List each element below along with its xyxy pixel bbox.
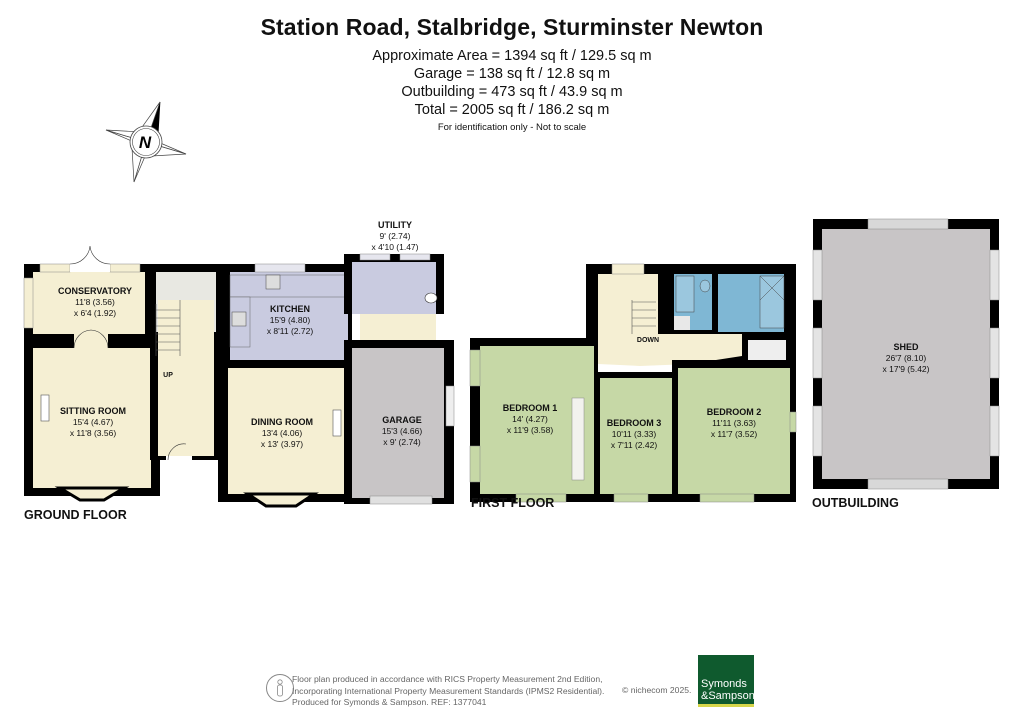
room-dining-room: DINING ROOM 13'4 (4.06) x 13' (3.97): [251, 417, 313, 449]
north-arrow-compass-icon: N: [105, 101, 187, 183]
svg-text:N: N: [139, 133, 152, 152]
total-area: Total = 2005 sq ft / 186.2 sq m: [414, 102, 610, 118]
stairs-up-label: UP: [163, 372, 173, 379]
room-utility: UTILITY 9' (2.74) x 4'10 (1.47): [371, 220, 419, 252]
room-sitting-room: SITTING ROOM 15'4 (4.67) x 11'8 (3.56): [60, 406, 126, 438]
symonds-sampson-logo: Symonds &Sampson: [698, 655, 755, 707]
room-kitchen: KITCHEN 15'9 (4.80) x 8'11 (2.72): [266, 304, 314, 336]
room-conservatory: CONSERVATORY 11'8 (3.56) x 6'4 (1.92): [57, 286, 133, 318]
footer-disclaimer: Floor plan produced in accordance with R…: [292, 674, 605, 707]
person-scale-icon: [266, 674, 294, 702]
copyright-text: © nichecom 2025.: [622, 685, 692, 695]
first-floor-label: FIRST FLOOR: [471, 496, 555, 510]
outbuilding-plan: [812, 218, 1000, 490]
outbuilding-label: OUTBUILDING: [812, 496, 899, 510]
ground-floor-label: GROUND FLOOR: [24, 508, 127, 522]
room-shed: SHED 26'7 (8.10) x 17'9 (5.42): [882, 342, 930, 374]
garage-area: Garage = 138 sq ft / 12.8 sq m: [413, 66, 611, 82]
ground-floor-plan: [23, 245, 455, 508]
scale-note: For identification only - Not to scale: [437, 122, 587, 133]
plan-title: Station Road, Stalbridge, Sturminster Ne…: [260, 14, 764, 40]
room-garage: GARAGE 15'3 (4.66) x 9' (2.74): [381, 415, 423, 447]
room-bedroom-1: BEDROOM 1 14' (4.27) x 11'9 (3.58): [502, 403, 558, 435]
room-bedroom-3: BEDROOM 3 10'11 (3.33) x 7'11 (2.42): [606, 418, 662, 450]
first-floor-plan: [469, 263, 797, 503]
room-bedroom-2: BEDROOM 2 11'11 (3.63) x 11'7 (3.52): [706, 407, 762, 439]
stairs-down-label: DOWN: [636, 337, 660, 344]
approximate-area: Approximate Area = 1394 sq ft / 129.5 sq…: [372, 48, 652, 64]
outbuilding-area: Outbuilding = 473 sq ft / 43.9 sq m: [401, 84, 623, 100]
